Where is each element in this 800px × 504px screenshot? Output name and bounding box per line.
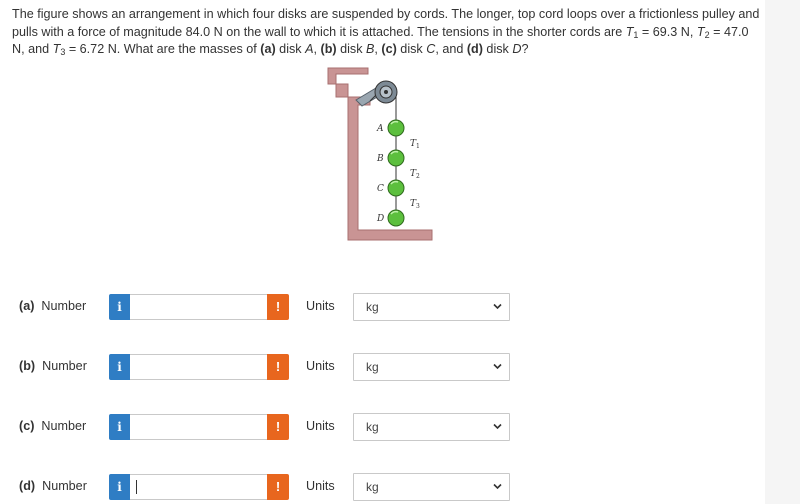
info-icon[interactable]: i (109, 294, 130, 320)
warning-icon[interactable]: ! (267, 294, 289, 320)
units-label: Units (306, 299, 335, 313)
warning-icon[interactable]: ! (267, 474, 289, 500)
number-input-c[interactable] (130, 414, 273, 440)
chevron-down-icon (493, 363, 502, 370)
units-select-b[interactable]: kg (353, 353, 510, 381)
answer-row-c: (c)Number i ! Units kg (0, 413, 765, 441)
units-value: kg (366, 480, 379, 494)
disk-label-c: C (377, 184, 384, 194)
units-select-c[interactable]: kg (353, 413, 510, 441)
units-value: kg (366, 300, 379, 314)
wall-bracket (327, 67, 433, 241)
warning-icon[interactable]: ! (267, 414, 289, 440)
units-value: kg (366, 360, 379, 374)
answer-row-d: (d)Number i ! Units kg (0, 473, 765, 501)
question-text: The figure shows an arrangement in which… (12, 7, 760, 57)
number-input-d[interactable] (130, 474, 273, 500)
answer-label-d: (d)Number (19, 479, 87, 493)
answer-label-b: (b)Number (19, 359, 87, 373)
units-label: Units (306, 419, 335, 433)
tension-label-t1: T1 (410, 139, 420, 150)
number-input-a[interactable] (130, 294, 273, 320)
chevron-down-icon (493, 303, 502, 310)
disk-a (387, 119, 405, 137)
answer-row-b: (b)Number i ! Units kg (0, 353, 765, 381)
disk-c (387, 179, 405, 197)
units-select-d[interactable]: kg (353, 473, 510, 501)
page-gutter (765, 0, 800, 504)
units-label: Units (306, 479, 335, 493)
answer-row-a: (a)Number i ! Units kg (0, 293, 765, 321)
answer-label-c: (c)Number (19, 419, 87, 433)
info-icon[interactable]: i (109, 414, 130, 440)
chevron-down-icon (493, 483, 502, 490)
info-icon[interactable]: i (109, 474, 130, 500)
disk-b (387, 149, 405, 167)
number-input-b[interactable] (130, 354, 273, 380)
disk-pulley-figure: A B C D T1 T2 T3 (326, 64, 438, 244)
text-cursor (136, 479, 137, 494)
disk-d (387, 209, 405, 227)
info-icon[interactable]: i (109, 354, 130, 380)
warning-icon[interactable]: ! (267, 354, 289, 380)
units-label: Units (306, 359, 335, 373)
tension-label-t3: T3 (410, 199, 420, 210)
disk-label-a: A (376, 124, 384, 134)
answer-label-a: (a)Number (19, 299, 87, 313)
units-value: kg (366, 420, 379, 434)
disk-label-b: B (376, 154, 384, 164)
figure-drawing: A B C D T1 T2 T3 (327, 67, 433, 241)
tension-label-t2: T2 (410, 169, 420, 180)
units-select-a[interactable]: kg (353, 293, 510, 321)
chevron-down-icon (493, 423, 502, 430)
disk-label-d: D (376, 214, 384, 224)
